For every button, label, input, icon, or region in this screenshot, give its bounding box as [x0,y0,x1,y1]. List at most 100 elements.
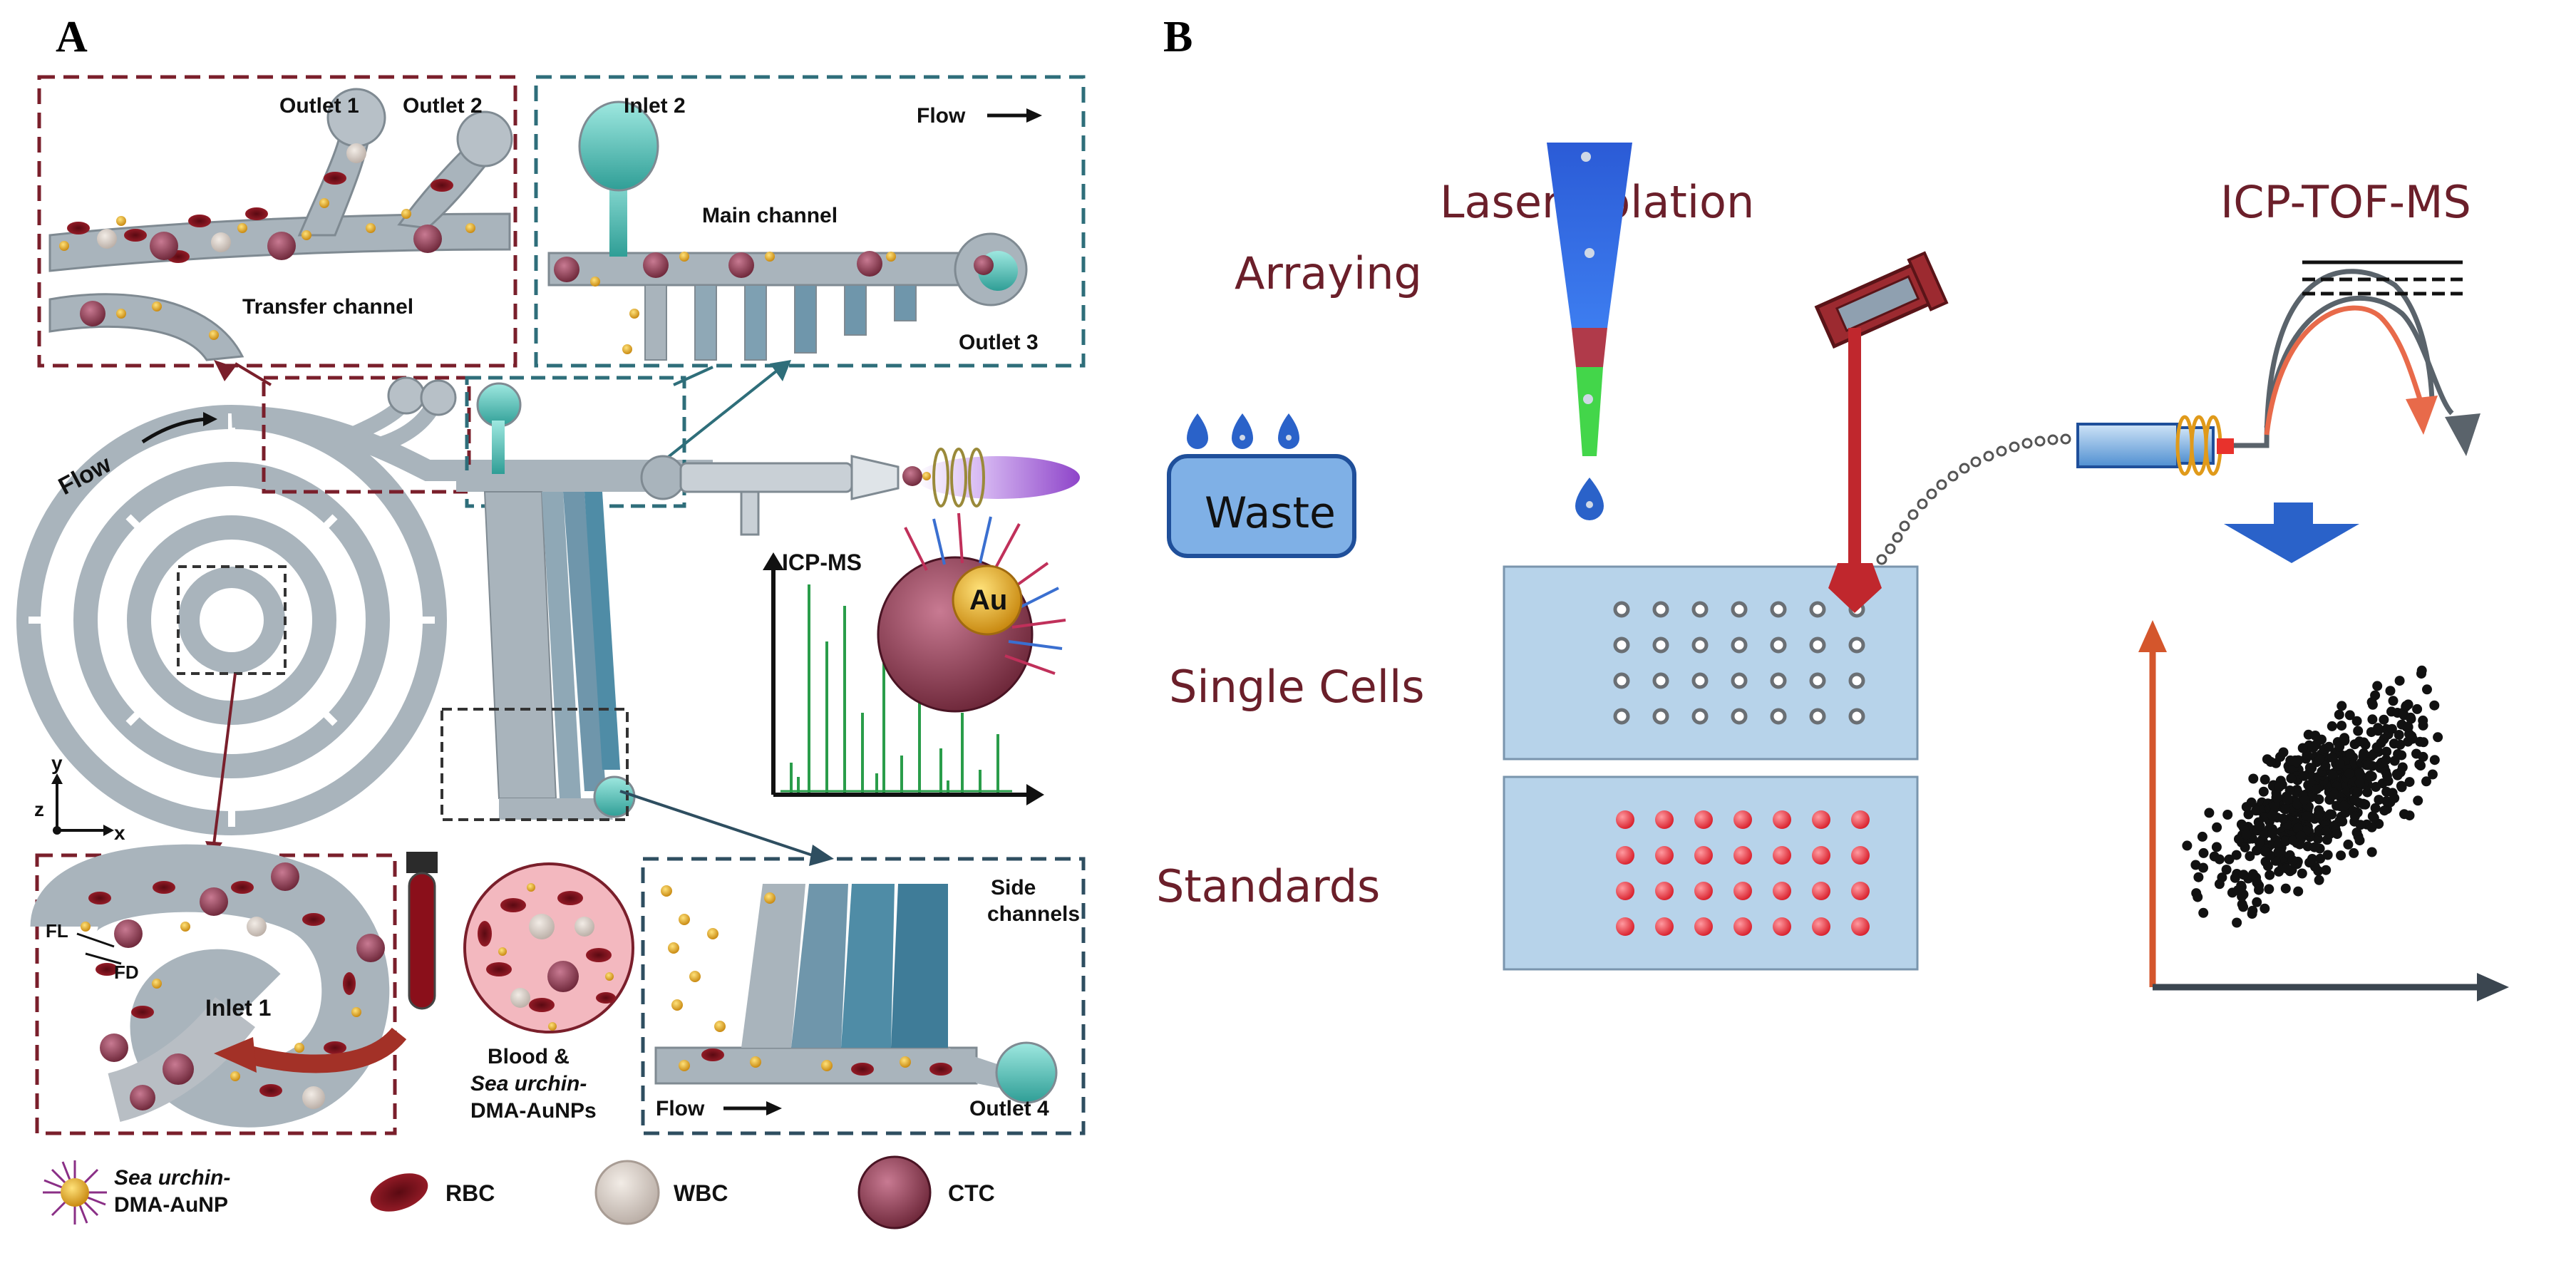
scatter-point [2355,820,2366,830]
scatter-point [2433,732,2443,743]
scatter-point [2304,857,2315,868]
scatter-point [2193,892,2203,902]
scatter-point [2389,793,2400,803]
scatter-point [2231,850,2242,860]
scatter-point [2288,835,2299,845]
scatter-point [2386,723,2397,734]
standards-array [1616,810,1870,936]
scatter-point [2352,787,2363,798]
scatter-point [2332,829,2342,840]
label-au: Au [969,584,1007,616]
icp-ms-torch: ICP-MS [640,448,1080,575]
scatter-point [2327,752,2337,763]
scatter-point [2403,699,2413,710]
scatter-point [2312,784,2322,794]
scatter-point [2321,865,2332,875]
scatter-point [2214,879,2225,890]
scatter-point [2372,681,2383,691]
scatter-point [2337,701,2347,711]
au-ctc-illustration: Au [877,512,1066,713]
scatter-point [2369,813,2379,823]
panel-a: A [16,13,1086,1230]
scatter-point [2344,768,2354,779]
scatter-point [2267,828,2277,839]
scatter-point [2260,829,2270,840]
scatter-point [2310,731,2321,741]
scatter-point [2248,773,2259,784]
label-blood-2: Sea urchin- [470,1072,587,1096]
scatter-point [2381,796,2392,806]
label-side-channels-1: Side [991,876,1036,899]
label-inlet-2: Inlet 2 [624,94,686,118]
scatter-point [2379,805,2390,816]
scatter-point [2258,786,2269,797]
scatter-point [2251,805,2262,816]
scatter-point [2421,776,2431,787]
scatter-point [2252,897,2262,907]
scatter-point [2327,721,2337,731]
label-fd: FD [114,962,139,983]
scatter-point [2254,837,2265,847]
label-outlet-3: Outlet 3 [959,331,1039,354]
scatter-point [2429,700,2440,711]
label-blood-3: DMA-AuNPs [470,1099,597,1123]
scatter-point [2182,840,2193,851]
scatter-point [2273,847,2284,857]
scatter-point [2393,749,2404,759]
scatter-point [2197,831,2207,842]
scatter-point [2344,710,2355,721]
label-outlet-4: Outlet 4 [969,1097,1049,1120]
scatter-point [2221,865,2232,875]
label-outlet-1: Outlet 1 [279,94,359,118]
scatter-point [2309,842,2320,852]
label-transfer-channel: Transfer channel [242,295,413,319]
scatter-point [2198,862,2208,873]
scatter-point [2322,825,2332,836]
droplet-icon-2 [1232,413,1253,449]
label-flow-bottom: Flow [656,1097,705,1120]
scatter-point [2293,886,2304,897]
spiral-device: Flow [16,405,713,835]
scatter-point [2214,854,2225,865]
side-channel-device [441,360,834,866]
scatter-point [2392,770,2403,780]
scatter-point [2327,770,2338,780]
scatter-point [2429,755,2440,765]
scatter-point [2287,855,2298,865]
scatter-point [2339,800,2349,811]
laser-ablation-unit [1814,251,1949,613]
scatter-point [2381,754,2391,765]
scatter-point [2359,748,2369,758]
scatter-point [2312,834,2323,844]
axis-x-label: x [114,822,125,844]
scatter-point [2193,872,2204,882]
scatter-point [2260,774,2270,785]
scatter-cloud [2182,665,2443,928]
scatter-point [2418,751,2428,762]
scatter-point [2381,770,2392,781]
scatter-point [2351,716,2362,726]
scatter-point [2278,813,2289,824]
scatter-point [2370,803,2381,813]
standards-plate [1503,775,1919,971]
scatter-point [2399,809,2409,820]
legend: Sea urchin- DMA-AuNP RBC WBC CTC [43,1155,995,1230]
label-outlet-2: Outlet 2 [403,94,483,118]
scatter-point [2339,733,2350,743]
legend-np-line2: DMA-AuNP [114,1193,228,1217]
scatter-point [2204,808,2215,818]
scatter-point [2343,839,2354,850]
scatter-point [2272,793,2282,803]
aerosol-stream [1876,433,2071,565]
scatter-point [2278,747,2289,758]
scatter-point [2198,847,2209,858]
scatter-point [2230,872,2240,883]
scatter-point [2362,787,2373,798]
scatter-point [2376,738,2386,748]
label-fl: FL [46,920,68,942]
legend-item-ctc: CTC [857,1155,995,1230]
blood-sample: Blood & Sea urchin- DMA-AuNPs [406,852,634,1123]
scatter-point [2418,720,2428,731]
label-icp-ms: ICP-MS [782,550,862,575]
